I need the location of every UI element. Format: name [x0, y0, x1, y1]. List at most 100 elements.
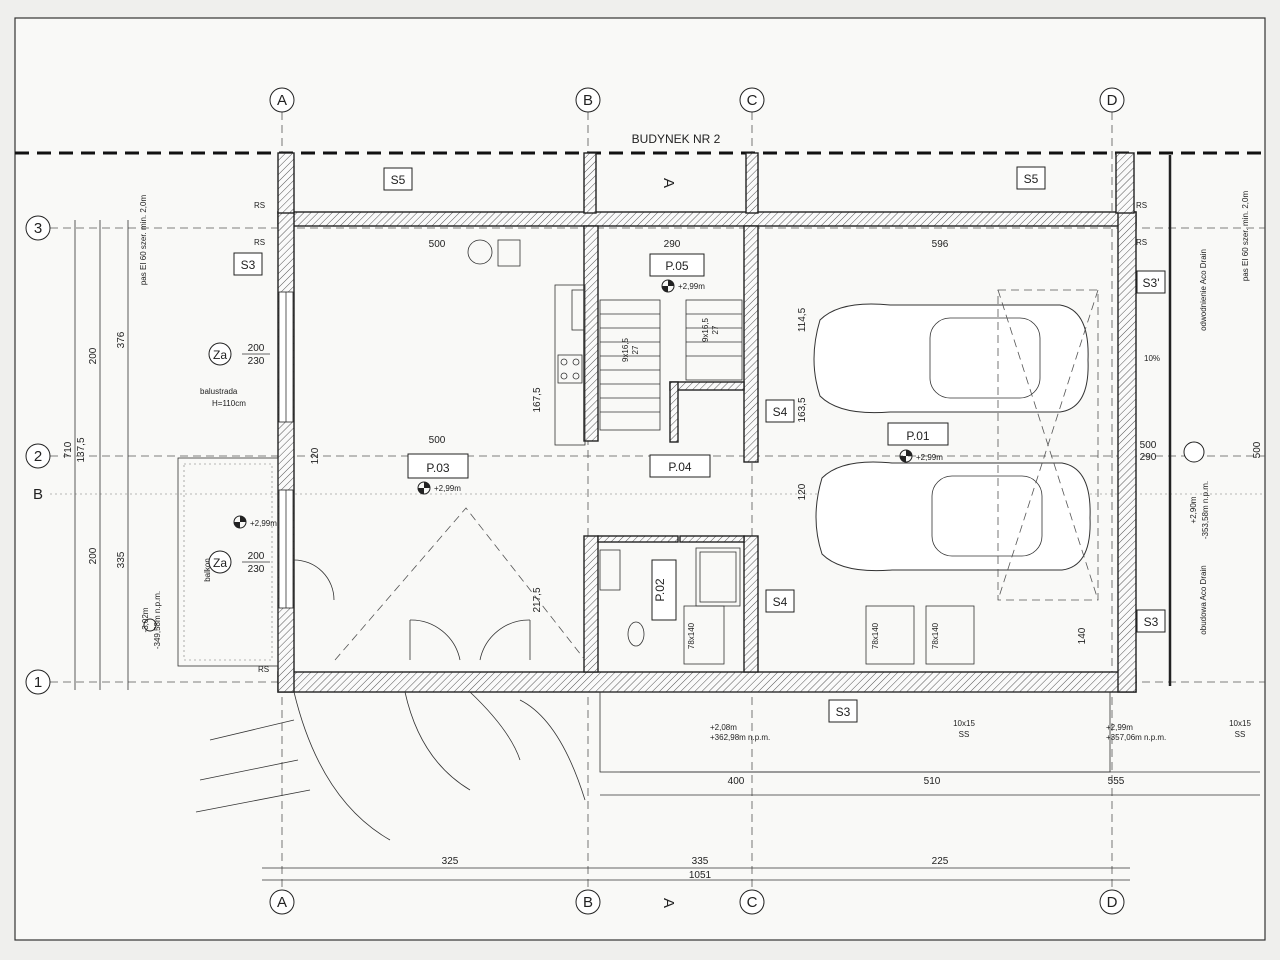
svg-text:S4: S4 — [773, 405, 788, 419]
svg-text:B: B — [583, 894, 593, 911]
svg-text:230: 230 — [248, 356, 265, 367]
wall-tag-s3-left: S3 — [233, 252, 263, 276]
svg-text:2: 2 — [34, 448, 42, 465]
svg-text:500: 500 — [429, 239, 446, 250]
building-label: BUDYNEK NR 2 — [632, 132, 721, 146]
svg-text:500: 500 — [1140, 440, 1157, 451]
section-mark-a-top: A — [660, 178, 677, 188]
svg-text:C: C — [747, 92, 758, 109]
svg-text:S3': S3' — [1143, 276, 1160, 290]
window-tag-za-bottom: Za — [213, 556, 227, 570]
svg-text:3: 3 — [34, 220, 42, 237]
axis-bubble-1: 1 — [25, 669, 51, 695]
bathroom-fixtures — [599, 547, 741, 647]
svg-text:H=110cm: H=110cm — [212, 399, 246, 408]
axis-bubble-d-top: D — [1099, 87, 1125, 113]
svg-text:325: 325 — [442, 856, 459, 867]
svg-text:-353,58m n.p.m.: -353,58m n.p.m. — [1201, 481, 1210, 539]
svg-text:D: D — [1107, 92, 1118, 109]
wall-tag-s3-right-top: S3' — [1136, 270, 1166, 294]
wall-tag-s4-bottom: S4 — [765, 589, 795, 613]
svg-text:+362,98m n.p.m.: +362,98m n.p.m. — [710, 733, 770, 742]
svg-text:596: 596 — [932, 239, 949, 250]
svg-text:114,5: 114,5 — [797, 307, 808, 332]
svg-text:400: 400 — [728, 776, 745, 787]
room-p05-label: P.05 — [665, 259, 688, 273]
svg-text:SS: SS — [959, 730, 970, 739]
svg-text:140: 140 — [1077, 627, 1088, 644]
axis-bubble-a-bottom: A — [269, 889, 295, 915]
svg-text:120: 120 — [310, 447, 321, 464]
axis-bubble-b-bottom: B — [575, 889, 601, 915]
window-tags: Za 200 230 Za 200 230 — [208, 342, 270, 575]
svg-text:200: 200 — [88, 547, 99, 564]
room-p03: P.03 +2,99m — [407, 453, 469, 495]
section-mark-a-bottom: A — [660, 898, 677, 908]
svg-text:290: 290 — [1140, 452, 1157, 463]
right-fire-note: pas EI 60 szer. min. 2,0m — [1241, 191, 1250, 282]
window-tag-za-top: Za — [213, 348, 227, 362]
svg-text:B: B — [583, 92, 593, 109]
svg-text:RS: RS — [254, 238, 265, 247]
axis-bubble-c-bottom: C — [739, 889, 765, 915]
svg-text:120: 120 — [797, 483, 808, 500]
slope-note: 10% — [1144, 354, 1160, 363]
bottom-dimension-chain: 325 335 225 1051 — [262, 856, 1130, 881]
inner-dimensions: 500 290 596 500 500 290 167,5 217,5 163,… — [310, 239, 1157, 644]
svg-text:RS: RS — [254, 201, 265, 210]
svg-text:78x140: 78x140 — [687, 622, 696, 649]
svg-text:-349,58m n.p.m.: -349,58m n.p.m. — [153, 591, 162, 649]
wall-tag-s3-right-bottom: S3 — [1136, 609, 1166, 633]
wall-tag-s3-bottom: S3 — [828, 699, 858, 723]
wall-tag-s5-right: S5 — [1016, 166, 1046, 190]
balcony-ground-level: -3,02m — [141, 607, 150, 632]
axis-bubble-d-bottom: D — [1099, 889, 1125, 915]
grid-axes-horizontal: 3 2 1 B — [25, 215, 1265, 695]
svg-text:200: 200 — [248, 343, 265, 354]
svg-text:10x15: 10x15 — [953, 719, 975, 728]
room-p03-level: +2,99m — [434, 484, 461, 493]
right-side-notes: odwodnienie Aco Drain obudowa Aco Drain … — [1144, 155, 1263, 686]
room-p04-label: P.04 — [668, 460, 691, 474]
left-fire-note: pas EI 60 szer. min. 2,0m — [139, 195, 148, 286]
svg-text:S4: S4 — [773, 595, 788, 609]
room-p02-label: P.02 — [653, 578, 667, 601]
room-p05-level: +2,99m — [678, 282, 705, 291]
exterior-walls — [277, 152, 1137, 693]
terrace-level-right: +2,99m — [1106, 723, 1133, 732]
room-p01: P.01 +2,99m — [887, 422, 949, 463]
room-p01-level: +2,99m — [916, 453, 943, 462]
room-p03-label: P.03 — [426, 461, 449, 475]
svg-text:500: 500 — [429, 435, 446, 446]
section-mark-b: B — [33, 486, 43, 503]
wall-tags: S5 S5 S3 S3' S3 S3 S4 S4 — [233, 166, 1166, 723]
left-windows — [278, 291, 294, 609]
svg-text:225: 225 — [932, 856, 949, 867]
axis-bubble-c-top: C — [739, 87, 765, 113]
svg-text:510: 510 — [924, 776, 941, 787]
svg-text:217,5: 217,5 — [532, 587, 543, 612]
room-p04: P.04 — [649, 454, 711, 478]
svg-text:RS: RS — [1136, 238, 1147, 247]
room-p02: P.02 — [651, 559, 677, 621]
railing-note: balustrada — [200, 387, 238, 396]
axis-bubble-2: 2 — [25, 443, 51, 469]
svg-text:200: 200 — [248, 551, 265, 562]
axis-bubble-3: 3 — [25, 215, 51, 241]
svg-text:27: 27 — [711, 325, 720, 334]
balcony-label: balkon — [203, 558, 212, 582]
room-p05: P.05 +2,99m — [649, 253, 705, 293]
svg-text:S3: S3 — [1144, 615, 1159, 629]
axis-bubble-b-top: B — [575, 87, 601, 113]
svg-text:335: 335 — [116, 551, 127, 568]
svg-text:+357,06m n.p.m.: +357,06m n.p.m. — [1106, 733, 1166, 742]
svg-text:S3: S3 — [241, 258, 256, 272]
svg-text:137,5: 137,5 — [76, 437, 87, 462]
kitchen-counter — [467, 239, 586, 446]
p03-annotations — [293, 507, 586, 661]
svg-text:27: 27 — [631, 345, 640, 354]
svg-text:D: D — [1107, 894, 1118, 911]
stairs-right-label: 9x16,5 — [701, 317, 710, 342]
interior-walls — [583, 225, 759, 673]
